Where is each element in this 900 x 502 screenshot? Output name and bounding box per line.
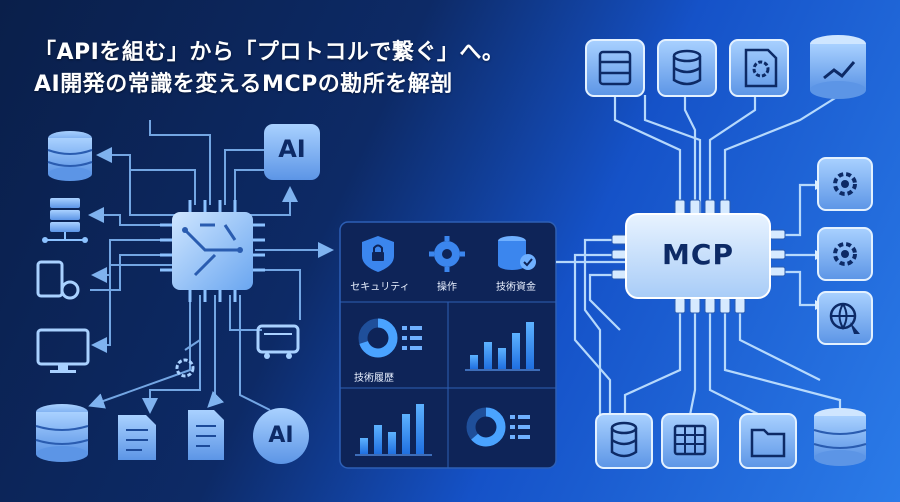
left-connection-lines — [88, 120, 334, 414]
top-database-tile-2 — [657, 39, 717, 97]
left-document-icon-1 — [118, 415, 156, 460]
top-database-tile-1 — [585, 39, 645, 97]
central-chip-icon — [160, 200, 265, 302]
left-gear-icon-small — [175, 358, 195, 378]
donut-chart-1 — [358, 318, 422, 358]
bar-chart-1 — [465, 322, 540, 371]
headline-line-2: AI開発の常識を変えるMCPの勘所を解剖 — [34, 72, 453, 97]
left-database-icon-bottom — [35, 404, 89, 462]
feature-label-security: セキュリティ — [350, 282, 410, 293]
headline-line-1: 「APIを組む」から「プロトコルで繋ぐ」へ。 — [34, 40, 505, 65]
shield-lock-icon — [362, 236, 394, 272]
ai-badge-bottom — [253, 408, 309, 464]
ai-badge-top-label: AI — [278, 135, 306, 163]
left-monitor-icon — [36, 328, 90, 373]
bottom-folder-tile — [739, 413, 797, 469]
top-analytics-database-tile — [810, 35, 866, 99]
cable-connectors — [611, 199, 786, 314]
mcp-hub-box — [625, 213, 771, 299]
bottom-database-cylinder — [813, 408, 867, 466]
bottom-database-tile — [595, 413, 653, 469]
bar-chart-2 — [355, 404, 432, 456]
right-connection-lines — [556, 94, 842, 416]
top-settings-tile — [729, 39, 789, 97]
ai-badge-bottom-label: AI — [268, 423, 294, 448]
mcp-hub-label: MCP — [662, 238, 734, 271]
side-gear-tile-2 — [817, 227, 873, 281]
left-server-network-icon — [42, 198, 88, 243]
feature-label-operation: 操作 — [437, 282, 457, 293]
side-gear-tile-1 — [817, 157, 873, 211]
left-document-icon-2 — [188, 410, 224, 460]
ai-badge-top — [264, 124, 320, 180]
dashboard-panel — [339, 221, 557, 469]
bus-icon — [256, 324, 300, 359]
donut-chart-2 — [466, 407, 530, 447]
gear-icon — [429, 236, 465, 272]
feature-label-tech-funds: 技術資金 — [496, 282, 536, 293]
donut-label-tech-history: 技術履歴 — [354, 373, 394, 384]
left-tablet-gear-icon — [36, 260, 80, 300]
database-check-icon — [498, 236, 536, 270]
side-globe-tile — [817, 291, 873, 345]
left-database-icon-top — [47, 131, 93, 181]
bottom-spreadsheet-tile — [661, 413, 719, 469]
